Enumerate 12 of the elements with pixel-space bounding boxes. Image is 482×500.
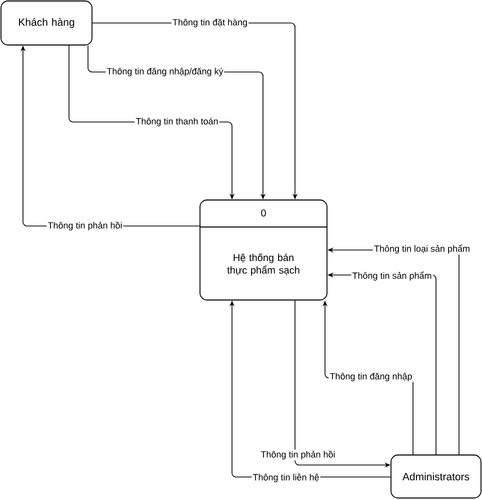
- edge-label: Thông tin sản phẩm: [351, 270, 433, 282]
- edge-label: Thông tin đăng nhập/đăng ký: [106, 66, 224, 78]
- edge-label: Thông tin phản hồi: [260, 450, 336, 460]
- process-box: 0 Hệ thống bán thực phẩm sạch: [200, 200, 328, 300]
- edge-label: Thông tin đăng nhập: [328, 372, 414, 382]
- edge-label: Thông tin thanh toán: [134, 116, 220, 128]
- edge-label: Thông tin đặt hàng: [171, 18, 249, 28]
- edge-label: Thông tin loại sản phẩm: [372, 243, 472, 255]
- edge-label: Thông tin liên hệ: [252, 472, 320, 484]
- entity-box: Administrators: [390, 454, 482, 498]
- entity-box: Khách hàng: [0, 0, 92, 46]
- edge-label: Thông tin phản hồi: [46, 220, 124, 232]
